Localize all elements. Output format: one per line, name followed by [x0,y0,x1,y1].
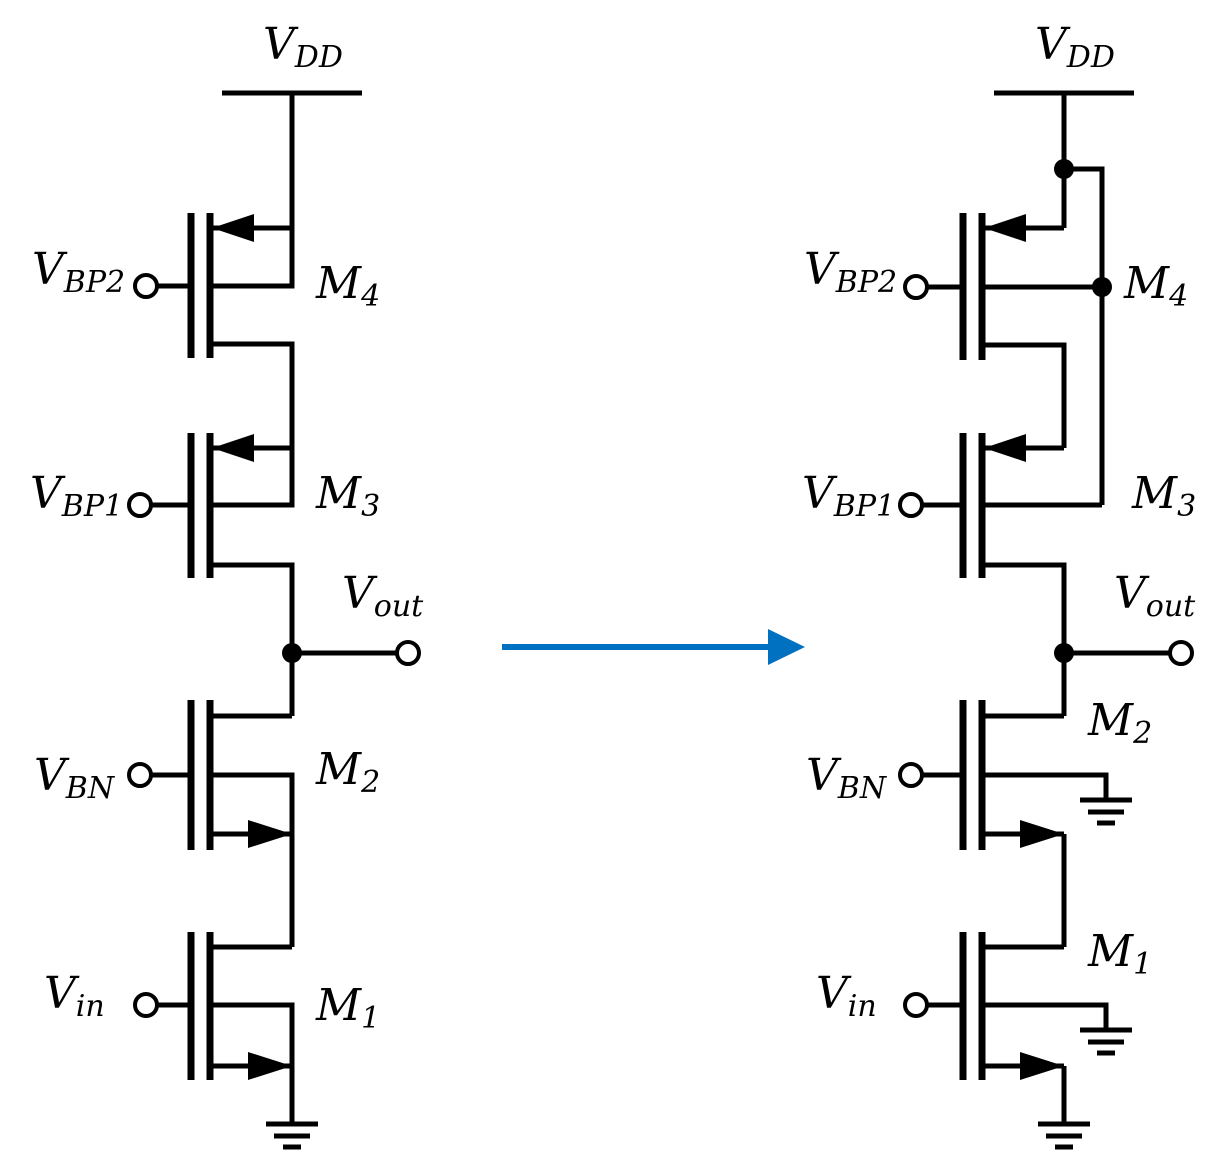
right-m2-bulk-ground [1080,797,1132,826]
left-vbp2-terminal [133,273,159,299]
left-vout-label: Vout [342,568,424,624]
left-m4-transistor [157,213,295,448]
right-vbn-terminal [898,762,924,788]
right-m2-label: M2 [1087,695,1152,751]
left-m2-label: M2 [315,744,380,800]
left-vbp2-label: VBP2 [32,244,125,300]
left-m1-label: M1 [315,980,380,1036]
left-vin-terminal [133,992,159,1018]
right-circuit: VDD VBP2 VBP1 VBN Vin Vout M4 M3 M2 M1 [802,19,1196,1150]
left-m2-transistor [152,700,295,947]
left-ground-symbol [266,1121,318,1150]
right-m3-transistor [922,433,1102,716]
right-vdd-node [1054,159,1074,179]
left-m4-label: M4 [315,258,380,314]
right-vbp1-terminal [898,492,924,518]
left-m3-label: M3 [315,468,380,524]
left-vout-terminal [395,640,421,666]
right-vin-terminal [903,992,929,1018]
left-vbp1-label: VBP1 [30,468,123,524]
left-vbn-label: VBN [34,750,116,806]
right-m1-bulk-ground [1080,1027,1132,1056]
left-circuit: VDD VBP2 VBP1 VBN Vin Vout M4 M3 M2 M1 [30,19,424,1150]
right-m3-label: M3 [1131,468,1196,524]
left-vin-label: Vin [44,968,105,1024]
right-m4-label: M4 [1123,258,1188,314]
left-vbn-terminal [127,762,153,788]
right-ground-symbol [1038,1121,1090,1150]
right-vout-label: Vout [1114,568,1196,624]
right-m1-transistor [927,932,1109,1122]
right-vbp2-label: VBP2 [804,244,897,300]
right-m1-label: M1 [1087,926,1152,982]
right-bulk-bus [1064,166,1105,505]
left-vbp1-terminal [127,492,153,518]
left-vdd-label: VDD [263,19,343,75]
right-vbp2-terminal [903,274,929,300]
right-vbp1-label: VBP1 [802,468,895,524]
right-vbn-label: VBN [806,750,888,806]
right-vout-terminal [1168,640,1194,666]
right-m4-transistor [927,213,1102,448]
right-vin-label: Vin [816,968,877,1024]
right-m2-transistor [922,700,1109,947]
left-m1-transistor [157,932,295,1122]
transform-arrow [502,629,805,665]
left-m3-transistor [152,433,295,716]
right-vdd-label: VDD [1035,19,1115,75]
